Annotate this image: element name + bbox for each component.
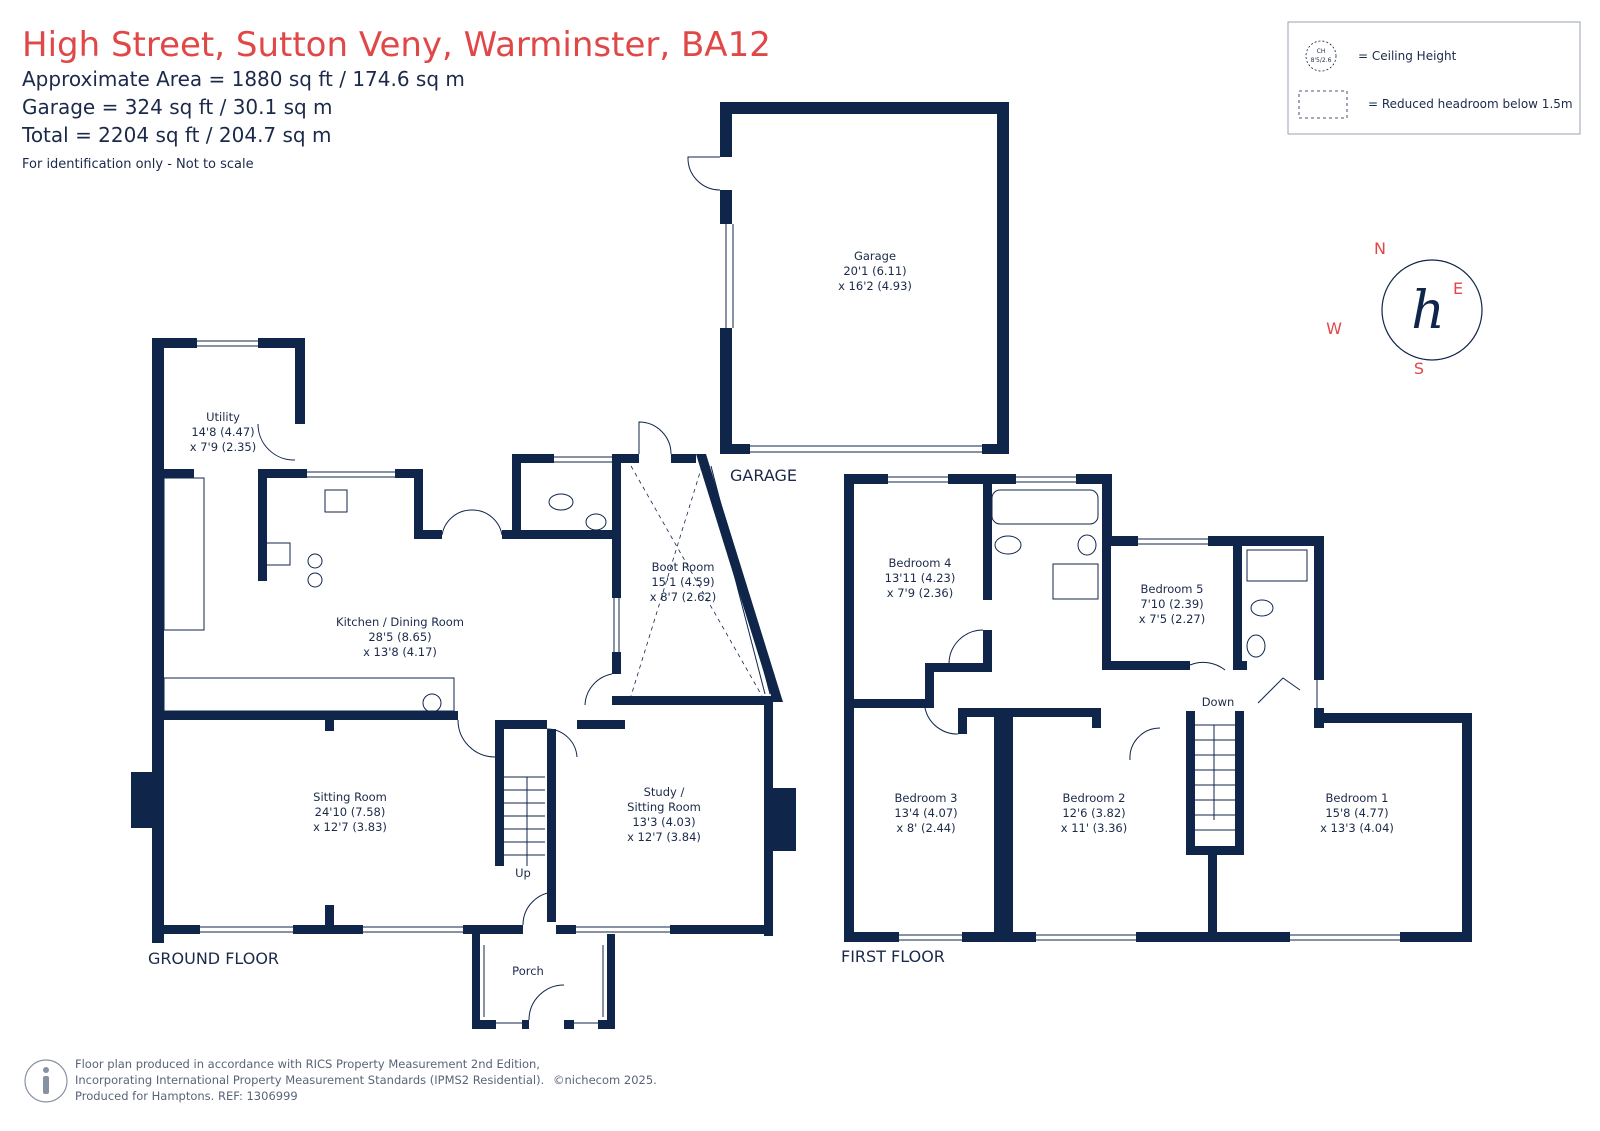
garage-plan [687, 102, 1009, 454]
utility-name: Utility [206, 410, 240, 424]
utility-d2: x 7'9 (2.35) [190, 440, 257, 454]
bedroom-3-d2: x 8' (2.44) [896, 821, 955, 835]
ceiling-badge-value: 8'5/2.6 [1311, 57, 1332, 64]
stairs-ground [504, 776, 545, 866]
bedroom-1-d1: 15'8 (4.77) [1325, 806, 1388, 820]
stairs-first [1195, 724, 1235, 831]
garage-label: GARAGE [730, 466, 797, 485]
ceiling-height-label: = Ceiling Height [1358, 49, 1457, 63]
compass-ring-icon [1381, 259, 1483, 361]
approx-area: Approximate Area = 1880 sq ft / 174.6 sq… [22, 67, 465, 91]
basin-icon [1077, 534, 1097, 556]
ceiling-height-icon [1305, 40, 1337, 72]
basin-icon [585, 513, 607, 531]
ceiling-badge-top: CH [1317, 48, 1326, 55]
garage-area: Garage = 324 sq ft / 30.1 sq m [22, 95, 333, 119]
stairs-down-label: Down [1202, 695, 1235, 709]
info-person-icon [24, 1059, 68, 1103]
kitchen-name: Kitchen / Dining Room [336, 615, 464, 629]
kitchen-sink-icon [422, 693, 442, 713]
compass-south: S [1414, 359, 1424, 378]
footer-line-3: Produced for Hamptons. REF: 1306999 [75, 1089, 298, 1103]
bedroom-4-d1: 13'11 (4.23) [885, 571, 956, 585]
brand-logo-icon: h [1411, 281, 1445, 341]
legend: CH 8'5/2.6 = Ceiling Height = Reduced he… [1287, 21, 1581, 135]
toilet-icon [548, 493, 574, 511]
basin-icon [1246, 634, 1266, 658]
bath-icon [991, 489, 1099, 525]
study-title: Study / [644, 785, 685, 799]
compass-west: W [1326, 319, 1342, 338]
ground-floor-plan [131, 338, 796, 1029]
stairs-up-label: Up [515, 866, 531, 880]
kitchen-d1: 28'5 (8.65) [368, 630, 431, 644]
hob-ring-icon [307, 553, 323, 569]
study-d2: x 12'7 (3.84) [627, 830, 701, 844]
boot-room-name: Boot Room [652, 560, 715, 574]
shower-icon [1052, 563, 1099, 600]
sitting-room-d2: x 12'7 (3.83) [313, 820, 387, 834]
study-d1: 13'3 (4.03) [632, 815, 695, 829]
ground-floor-label: GROUND FLOOR [148, 949, 279, 968]
identification-note: For identification only - Not to scale [22, 157, 254, 172]
bedroom-5-d2: x 7'5 (2.27) [1139, 612, 1206, 626]
utility-sink-icon [264, 542, 291, 566]
bedroom-3-name: Bedroom 3 [895, 791, 958, 805]
bedroom-2-name: Bedroom 2 [1063, 791, 1126, 805]
bedroom-3-d1: 13'4 (4.07) [894, 806, 957, 820]
compass: h N E S W [1326, 239, 1483, 378]
garage-room-d2: x 16'2 (4.93) [838, 279, 912, 293]
porch-name: Porch [512, 964, 544, 978]
first-floor-plan [844, 474, 1472, 942]
toilet-icon [994, 535, 1022, 555]
garage-room-name: Garage [854, 249, 896, 263]
kitchen-hob-icon [324, 489, 348, 513]
first-floor-label: FIRST FLOOR [841, 947, 945, 966]
copyright: ©nichecom 2025. [553, 1073, 657, 1087]
reduced-headroom-icon [1298, 90, 1348, 119]
kitchen-d2: x 13'8 (4.17) [363, 645, 437, 659]
reduced-headroom-label: = Reduced headroom below 1.5m [1368, 97, 1573, 111]
utility-d1: 14'8 (4.47) [191, 425, 254, 439]
footer-line-2: Incorporating International Property Mea… [75, 1073, 544, 1087]
bedroom-4-d2: x 7'9 (2.36) [887, 586, 954, 600]
compass-east: E [1453, 279, 1463, 298]
bedroom-5-d1: 7'10 (2.39) [1140, 597, 1203, 611]
bedroom-2-d1: 12'6 (3.82) [1062, 806, 1125, 820]
sitting-room-name: Sitting Room [313, 790, 387, 804]
bedroom-1-name: Bedroom 1 [1326, 791, 1389, 805]
hob-ring-icon [307, 572, 323, 588]
study-name: Sitting Room [627, 800, 701, 814]
shower-icon [1246, 549, 1308, 582]
sitting-room-d1: 24'10 (7.58) [315, 805, 386, 819]
footer: Floor plan produced in accordance with R… [24, 1057, 657, 1103]
footer-line-1: Floor plan produced in accordance with R… [75, 1057, 540, 1071]
page-title: High Street, Sutton Veny, Warminster, BA… [22, 25, 771, 65]
boot-room-d1: 15'1 (4.59) [651, 575, 714, 589]
bedroom-4-name: Bedroom 4 [889, 556, 952, 570]
garage-room-d1: 20'1 (6.11) [843, 264, 906, 278]
bedroom-2-d2: x 11' (3.36) [1061, 821, 1128, 835]
bedroom-5-name: Bedroom 5 [1141, 582, 1204, 596]
total-area: Total = 2204 sq ft / 204.7 sq m [21, 123, 331, 147]
boot-room-d2: x 8'7 (2.62) [650, 590, 717, 604]
bedroom-1-d2: x 13'3 (4.04) [1320, 821, 1394, 835]
toilet-icon [1250, 599, 1274, 617]
compass-north: N [1374, 239, 1386, 258]
